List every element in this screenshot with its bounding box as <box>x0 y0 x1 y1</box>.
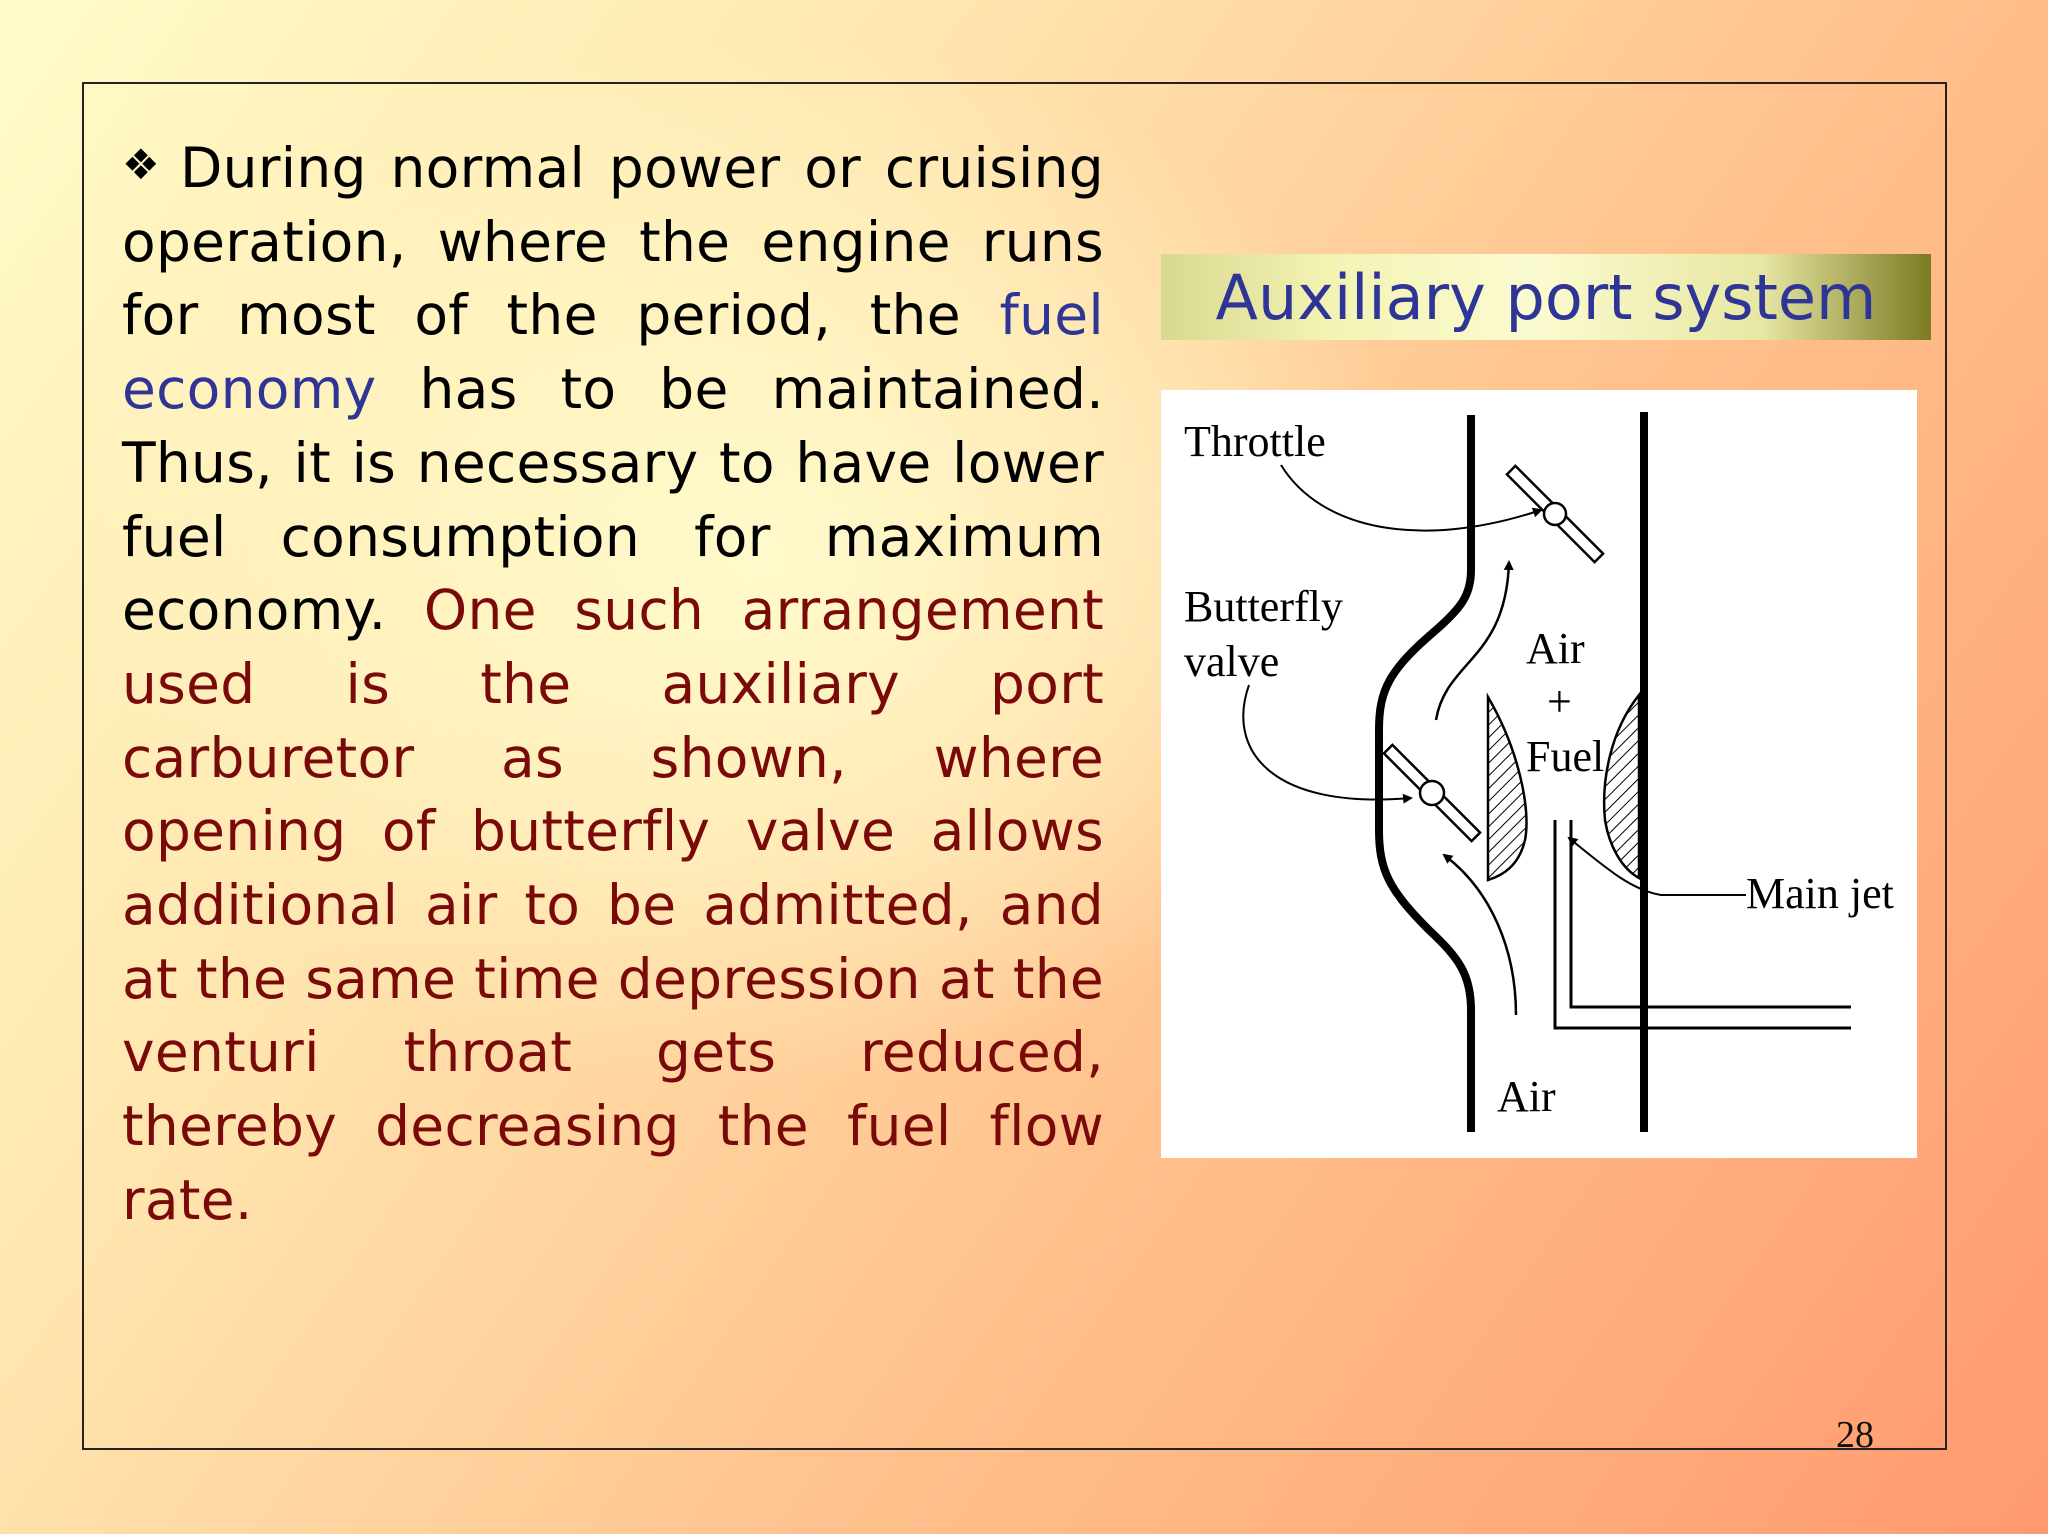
main-jet-label: Main jet <box>1746 869 1894 918</box>
main-jet-leader <box>1567 836 1746 896</box>
throttle-pivot <box>1542 501 1568 527</box>
text-part-3-red: One such arrangement used is the auxilia… <box>122 578 1104 1232</box>
air-flow-arrow-bottom <box>1442 853 1518 1016</box>
throttle-leader <box>1280 464 1543 532</box>
main-bullet-text: ❖During normal power or cruising operati… <box>122 128 1104 1238</box>
butterfly-valve-label-line2: valve <box>1184 637 1280 686</box>
left-duct-wall <box>1375 415 1475 1132</box>
venturi-right <box>1602 691 1641 881</box>
text-part-2: has to be maintained. Thus, it is necess… <box>122 357 1104 643</box>
carburetor-diagram: Throttle Butterfly valve Air + Fuel Main… <box>1161 390 1917 1158</box>
page-number: 28 <box>1836 1414 1874 1456</box>
section-banner: Auxiliary port system <box>1161 254 1931 340</box>
diamond-bullet-icon: ❖ <box>122 140 167 189</box>
air-label-top: Air <box>1526 624 1585 673</box>
plus-label: + <box>1547 677 1572 726</box>
air-label-bottom: Air <box>1497 1072 1556 1121</box>
fuel-label: Fuel <box>1526 732 1605 781</box>
main-jet-tube-inner <box>1569 820 1851 1009</box>
butterfly-valve-label-line1: Butterfly <box>1184 582 1343 631</box>
banner-title: Auxiliary port system <box>1215 260 1877 334</box>
butterfly-leader <box>1242 684 1413 804</box>
text-part-1: During normal power or cruising operatio… <box>122 136 1105 348</box>
main-jet-tube-outer <box>1553 820 1851 1030</box>
venturi-left <box>1486 692 1528 882</box>
throttle-label: Throttle <box>1184 417 1326 466</box>
slide-frame <box>82 82 1947 1450</box>
fuel-economy-highlight: fuel economy <box>122 283 1104 422</box>
carburetor-diagram-svg <box>1242 412 1851 1132</box>
butterfly-pivot <box>1418 779 1446 807</box>
air-fuel-flow-arrow <box>1434 560 1514 721</box>
